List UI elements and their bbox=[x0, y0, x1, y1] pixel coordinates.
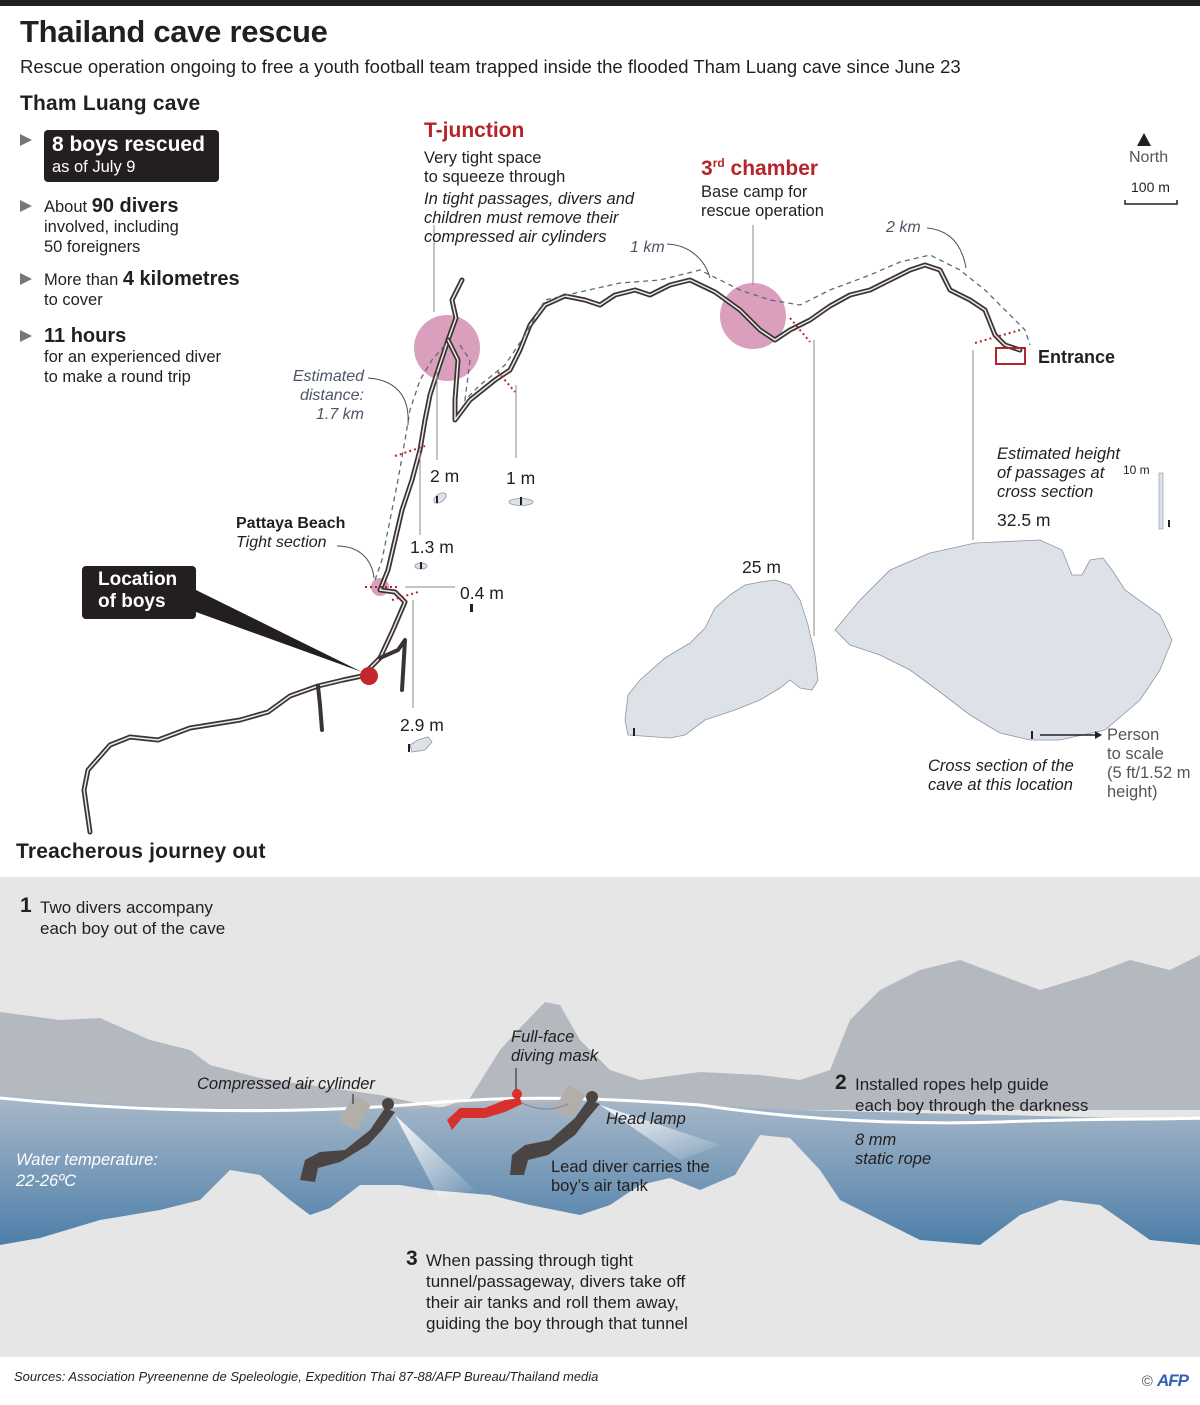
fact-boys-rescued: 8 boys rescued as of July 9 bbox=[20, 130, 290, 182]
cylinder-label: Compressed air cylinder bbox=[197, 1075, 375, 1093]
third-chamber-callout: 3rd chamber Base camp for rescue operati… bbox=[701, 156, 824, 220]
height-1-3m: 1.3 m bbox=[410, 537, 454, 557]
afp-logo: AFP bbox=[1157, 1371, 1189, 1390]
marker-2km: 2 km bbox=[886, 219, 921, 236]
entrance-marker bbox=[995, 347, 1026, 365]
cross-section-note: Cross section of the cave at this locati… bbox=[928, 757, 1074, 794]
afp-credit: © AFP bbox=[1141, 1371, 1189, 1391]
step-1: 1 Two divers accompany each boy out of t… bbox=[20, 894, 226, 938]
cross-section-32m bbox=[834, 539, 1173, 741]
facts-list: 8 boys rescued as of July 9 About 90 div… bbox=[20, 130, 290, 399]
location-of-boys-label: Location of boys bbox=[82, 566, 196, 619]
bullet-arrow-icon bbox=[20, 134, 32, 146]
arrow-right-icon bbox=[1095, 731, 1102, 739]
rescued-badge: 8 boys rescued as of July 9 bbox=[44, 130, 219, 182]
head-lamp-label: Head lamp bbox=[606, 1110, 686, 1128]
t-junction-callout: T-junction Very tight space to squeeze t… bbox=[424, 119, 635, 246]
step-3: 3 When passing through tight tunnel/pass… bbox=[406, 1247, 688, 1333]
section-title-map: Tham Luang cave bbox=[20, 92, 201, 115]
route-dashed-2 bbox=[459, 254, 1031, 402]
cave-ceiling bbox=[0, 955, 1200, 1110]
person-scale-note: Person to scale (5 ft/1.52 m height) bbox=[1107, 726, 1191, 801]
height-0-4m: 0.4 m bbox=[460, 583, 504, 603]
step-2: 2 Installed ropes help guide each boy th… bbox=[835, 1071, 1089, 1115]
diver-icon bbox=[300, 1096, 395, 1182]
scale-label: 100 m bbox=[1131, 179, 1170, 195]
bullet-arrow-icon bbox=[20, 200, 32, 212]
copyright-icon: © bbox=[1141, 1373, 1153, 1390]
cave-passage bbox=[81, 262, 1023, 835]
head-lamp-beam bbox=[395, 1115, 475, 1200]
fact-divers: About 90 divers involved, including 50 f… bbox=[20, 196, 290, 257]
cave-map bbox=[81, 133, 1178, 835]
marker-1km: 1 km bbox=[630, 239, 665, 256]
bullet-arrow-icon bbox=[20, 273, 32, 285]
height-legend: Estimated height of passages at cross se… bbox=[997, 445, 1120, 501]
pattaya-callout: Pattaya Beach Tight section bbox=[236, 515, 346, 551]
entrance-label: Entrance bbox=[1038, 347, 1116, 367]
lead-diver-icon bbox=[510, 1085, 600, 1175]
height-scale-label: 10 m bbox=[1123, 463, 1150, 477]
water-temperature-label: Water temperature: 22-26ºC bbox=[16, 1151, 158, 1190]
fact-hours: 11 hours for an experienced diver to mak… bbox=[20, 326, 290, 387]
page-subtitle: Rescue operation ongoing to free a youth… bbox=[20, 56, 961, 77]
boys-location-dot bbox=[360, 667, 378, 685]
location-pointer bbox=[196, 590, 362, 672]
flooded-water bbox=[0, 1095, 1200, 1245]
height-2-9m: 2.9 m bbox=[400, 715, 444, 735]
height-25m: 25 m bbox=[742, 557, 781, 577]
height-2m: 2 m bbox=[430, 466, 460, 486]
child-diver-icon bbox=[447, 1089, 522, 1130]
bullet-arrow-icon bbox=[20, 330, 32, 342]
height-1m: 1 m bbox=[506, 468, 536, 488]
section-title-journey: Treacherous journey out bbox=[16, 840, 266, 863]
sources-note: Sources: Association Pyreenenne de Spele… bbox=[14, 1369, 599, 1384]
mask-label: Full-face diving mask bbox=[511, 1028, 599, 1065]
top-bar bbox=[0, 0, 1200, 6]
height-scale-bar bbox=[1158, 472, 1164, 530]
cross-section-25m bbox=[624, 579, 819, 739]
route-dashed bbox=[374, 344, 446, 581]
north-label: North bbox=[1129, 149, 1169, 166]
third-chamber-highlight bbox=[720, 283, 786, 349]
guide-rope bbox=[0, 1096, 1200, 1125]
scale-bar-icon bbox=[1124, 200, 1178, 205]
fact-distance: More than 4 kilometres to cover bbox=[20, 269, 290, 310]
lead-diver-label: Lead diver carries the boy’s air tank bbox=[551, 1158, 710, 1195]
rope-label: 8 mm static rope bbox=[855, 1131, 932, 1168]
estimated-distance: Estimated distance: 1.7 km bbox=[292, 368, 364, 423]
page-title: Thailand cave rescue bbox=[20, 14, 328, 49]
height-32-5m: 32.5 m bbox=[997, 510, 1051, 530]
north-arrow-icon bbox=[1137, 133, 1151, 146]
